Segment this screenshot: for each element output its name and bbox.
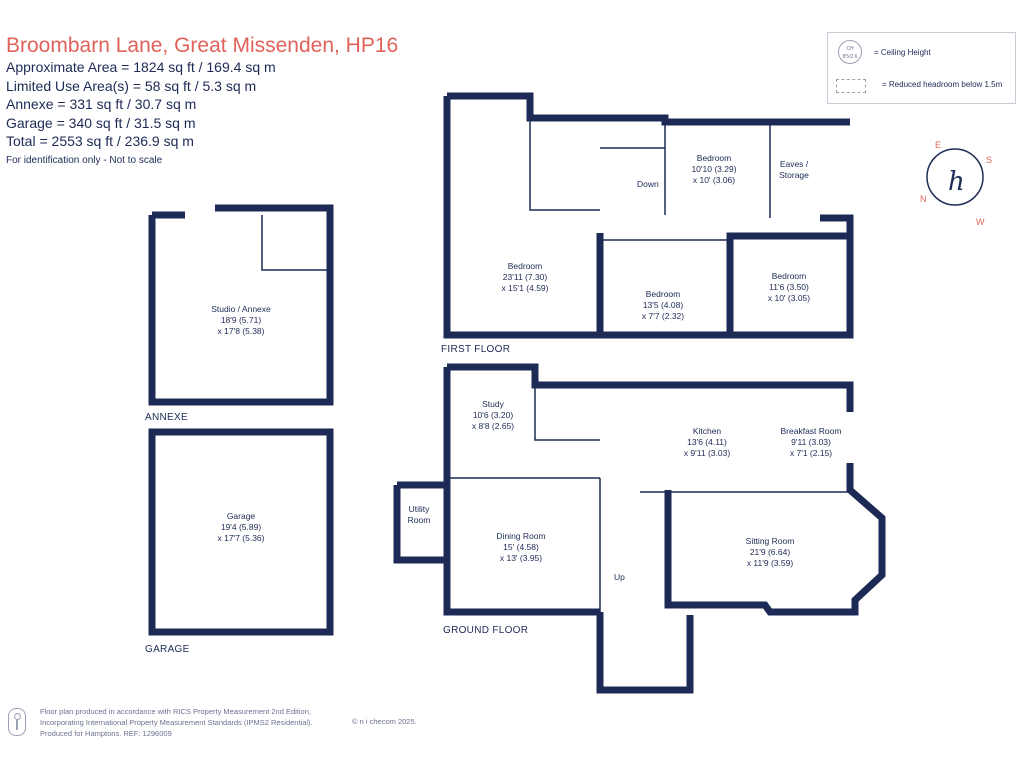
stairs-down-label: Down [637, 179, 659, 189]
eaves-label: Storage [779, 170, 809, 180]
sitting-dim: x 11'9 (3.59) [747, 558, 794, 568]
kitchen-label: Kitchen [693, 426, 722, 436]
person-icon [8, 708, 26, 736]
breakfast-dim: 9'11 (3.03) [791, 437, 831, 447]
dining-label: Dining Room [496, 531, 545, 541]
garage-dim: x 17'7 (5.36) [218, 533, 265, 543]
bedroom-4-dim: 11'6 (3.50) [769, 282, 809, 292]
studio-dim: 18'9 (5.71) [221, 315, 262, 325]
utility-label: Room [408, 515, 431, 525]
compass: h N E S W [920, 140, 992, 227]
legend-ceiling-height: = Ceiling Height [874, 48, 931, 57]
bedroom-main-label: Bedroom [508, 261, 543, 271]
first-floor-label: FIRST FLOOR [441, 344, 510, 355]
bedroom-2-dim: 10'10 (3.29) [691, 164, 736, 174]
bedroom-4-label: Bedroom [772, 271, 807, 281]
garage-dim: 19'4 (5.89) [221, 522, 262, 532]
study-label: Study [482, 399, 504, 409]
utility-label: Utility [409, 504, 431, 514]
bedroom-main-dim: 23'11 (7.30) [503, 272, 548, 282]
dining-dim: x 13' (3.95) [500, 553, 542, 563]
footer-line: Produced for Hamptons. REF: 1296009 [40, 729, 172, 738]
legend-reduced-headroom: = Reduced headroom below 1.5m [882, 80, 1003, 89]
studio-label: Studio / Annexe [211, 304, 271, 314]
compass-circle [926, 148, 984, 206]
sitting-label: Sitting Room [746, 536, 795, 546]
bedroom-3-dim: x 7'7 (2.32) [642, 311, 684, 321]
header: Broombarn Lane, Great Missenden, HP16 Ap… [6, 34, 398, 169]
kitchen-dim: 13'6 (4.11) [687, 437, 727, 447]
bedroom-3-dim: 13'5 (4.08) [643, 300, 684, 310]
property-title: Broombarn Lane, Great Missenden, HP16 [6, 34, 399, 57]
sitting-dim: 21'9 (6.64) [750, 547, 791, 557]
breakfast-label: Breakfast Room [781, 426, 842, 436]
bedroom-2-dim: x 10' (3.06) [693, 175, 735, 185]
area-line: Garage = 340 sq ft / 31.5 sq m [6, 114, 196, 131]
dining-dim: 15' (4.58) [503, 542, 539, 552]
breakfast-dim: x 7'1 (2.15) [790, 448, 832, 458]
interior-lines [261, 118, 850, 612]
footer-line: Floor plan produced in accordance with R… [40, 707, 311, 716]
garage-label: Garage [227, 511, 256, 521]
compass-logo: h [948, 167, 965, 197]
reduced-headroom-icon [836, 79, 866, 93]
area-line: Annexe = 331 sq ft / 30.7 sq m [6, 96, 197, 112]
bedroom-3-label: Bedroom [646, 289, 681, 299]
scale-note: For identification only - Not to scale [6, 154, 163, 166]
walls [148, 92, 886, 694]
bedroom-2-label: Bedroom [697, 153, 732, 163]
compass-e: E [935, 140, 941, 150]
compass-s: S [986, 155, 992, 165]
ground-floor-label: GROUND FLOOR [443, 625, 528, 636]
kitchen-dim: x 9'11 (3.03) [684, 448, 731, 458]
bedroom-main-dim: x 15'1 (4.59) [502, 283, 549, 293]
brand-credit: © n i checom 2025. [352, 717, 417, 726]
annexe-floor-label: ANNEXE [145, 412, 188, 423]
studio-dim: x 17'8 (5.38) [218, 326, 265, 336]
eaves-label: Eaves / [780, 159, 809, 169]
area-line: Approximate Area = 1824 sq ft / 169.4 sq… [6, 59, 276, 75]
study-dim: 10'6 (3.20) [473, 410, 514, 420]
area-line: Limited Use Area(s) = 58 sq ft / 5.3 sq … [6, 77, 257, 94]
stairs-up-label: Up [614, 572, 625, 582]
study-dim: x 8'8 (2.65) [472, 421, 514, 431]
compass-n: N [920, 194, 927, 204]
footer: Floor plan produced in accordance with R… [40, 706, 313, 739]
area-line: Total = 2553 sq ft / 236.9 sq m [6, 133, 194, 149]
compass-w: W [976, 217, 985, 227]
footer-line: Incorporating International Property Mea… [40, 718, 313, 727]
room-labels: Studio / Annexe 18'9 (5.71) x 17'8 (5.38… [211, 153, 841, 582]
garage-floor-label: GARAGE [145, 644, 190, 655]
bedroom-4-dim: x 10' (3.05) [768, 293, 810, 303]
